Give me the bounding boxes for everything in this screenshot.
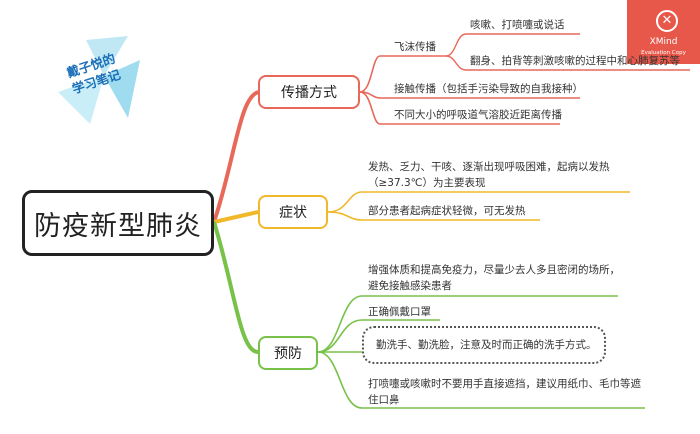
topic-prevention-3[interactable]: 勤洗手、勤洗脸，注意及时而正确的洗手方式。 (376, 339, 597, 351)
topic-contact[interactable]: 接触传播（包括手污染导致的自我接种） (394, 83, 583, 95)
highlight-box (362, 326, 606, 364)
topic-droplet[interactable]: 飞沫传播 (394, 41, 436, 53)
topic-symptom-2[interactable]: 部分患者起病症状轻微，可无发热 (368, 205, 526, 217)
topic-droplet-item-2[interactable]: 翻身、拍背等刺激咳嗽的过程中和心肺复苏等 (470, 55, 680, 67)
root-topic[interactable]: 防疫新型肺炎 (22, 190, 214, 256)
topic-symptom-1[interactable]: 发热、乏力、干咳、逐渐出现呼吸困难，起病以发热（≥37.3℃）为主要表现 (368, 161, 610, 189)
branch-prevention[interactable]: 预防 (258, 336, 318, 370)
xmind-watermark: ✕ XMind Evaluation Copy (627, 0, 700, 64)
xmind-name: XMind (649, 37, 678, 47)
xmind-logo-icon: ✕ (656, 10, 678, 32)
topic-prevention-1[interactable]: 增强体质和提高免疫力，尽量少去人多且密闭的场所，避免接触感染患者 (368, 264, 620, 292)
topic-droplet-item-1[interactable]: 咳嗽、打喷嚏或说话 (470, 19, 565, 31)
branch-symptoms[interactable]: 症状 (258, 195, 328, 229)
topic-prevention-4[interactable]: 打喷嚏或咳嗽时不要用手直接遮挡，建议用纸巾、毛巾等遮住口鼻 (368, 378, 641, 406)
xmind-subtitle: Evaluation Copy (641, 50, 686, 56)
topic-prevention-2[interactable]: 正确佩戴口罩 (368, 306, 431, 318)
topic-aerosol[interactable]: 不同大小的呼吸道气溶胶近距离传播 (394, 109, 562, 121)
branch-transmission[interactable]: 传播方式 (258, 75, 360, 109)
